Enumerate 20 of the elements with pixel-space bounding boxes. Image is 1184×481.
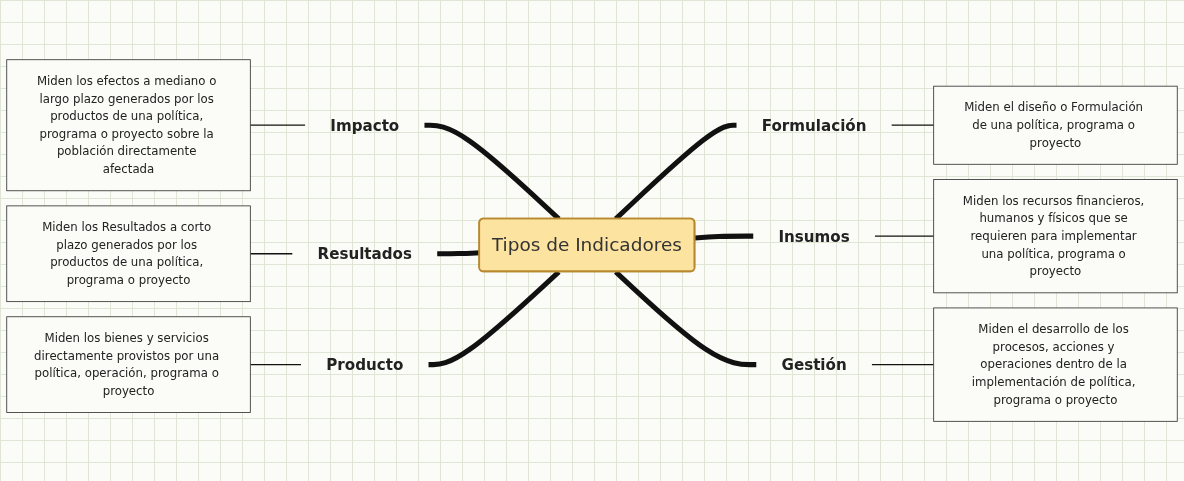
- node-box: Miden los efectos a mediano o largo plazo generados por los productos de una política, programa o proyecto sobre la población directamente afectada: [6, 59, 251, 192]
- connector: [694, 233, 754, 241]
- connector: [249, 253, 293, 255]
- node-text: Gestión: [781, 355, 847, 374]
- connector: [249, 363, 302, 366]
- connector: [437, 250, 480, 257]
- connector: [871, 363, 935, 366]
- node-text: Resultados: [317, 244, 413, 263]
- node-box: Miden los Resultados a corto plazo generados por los productos de una política, programa o proyecto: [6, 205, 251, 303]
- connector: [874, 235, 935, 237]
- node-text: Impacto: [330, 116, 400, 135]
- node-text: Insumos: [778, 227, 850, 245]
- connector: [249, 124, 306, 126]
- node-box: Miden los recursos financieros, humanos y físicos que se requieren para implementar una política, programa o proyecto: [933, 178, 1178, 294]
- node-text: Formulación: [761, 116, 867, 135]
- node-box: Miden los bienes y servicios directamente provistos por una política, operación, programa o proyecto: [6, 316, 251, 413]
- node-box: Miden el diseño o Formulación de una política, programa o proyecto: [933, 85, 1178, 165]
- node-box: Miden el desarrollo de los procesos, acciones y operaciones dentro de la implementación de política, programa o proyecto: [933, 307, 1178, 422]
- connector: [891, 124, 935, 126]
- node-text: Producto: [326, 355, 404, 374]
